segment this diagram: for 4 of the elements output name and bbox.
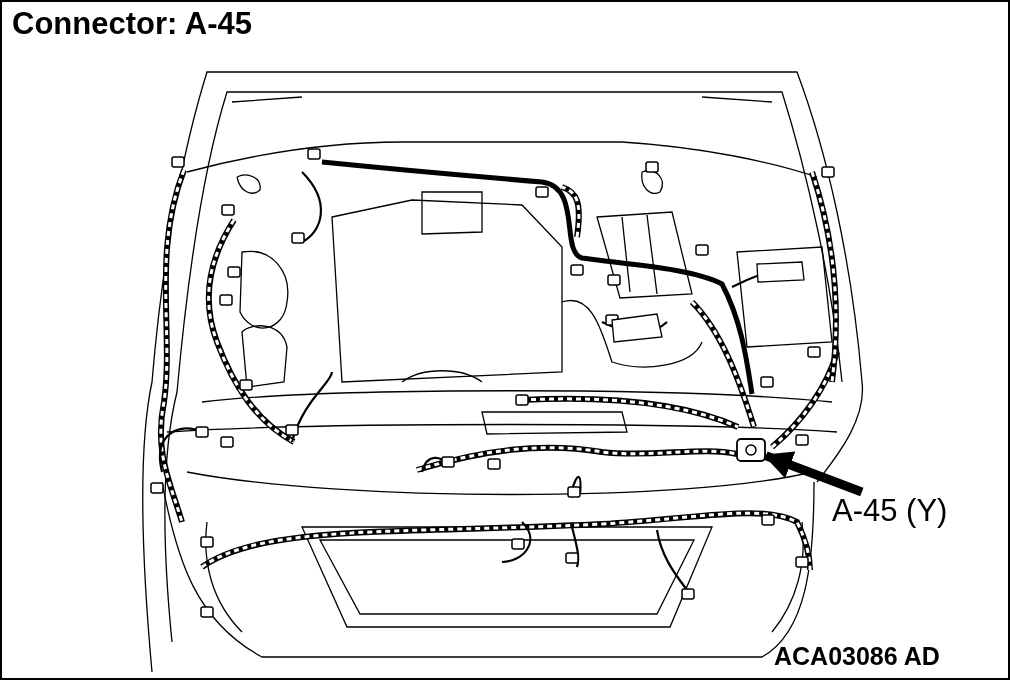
title: Connector: A-45 — [12, 6, 252, 42]
connector-drawing — [736, 438, 766, 462]
connector-label: A-45 (Y) — [832, 492, 992, 530]
figure-code: ACA03086 AD — [774, 642, 940, 671]
